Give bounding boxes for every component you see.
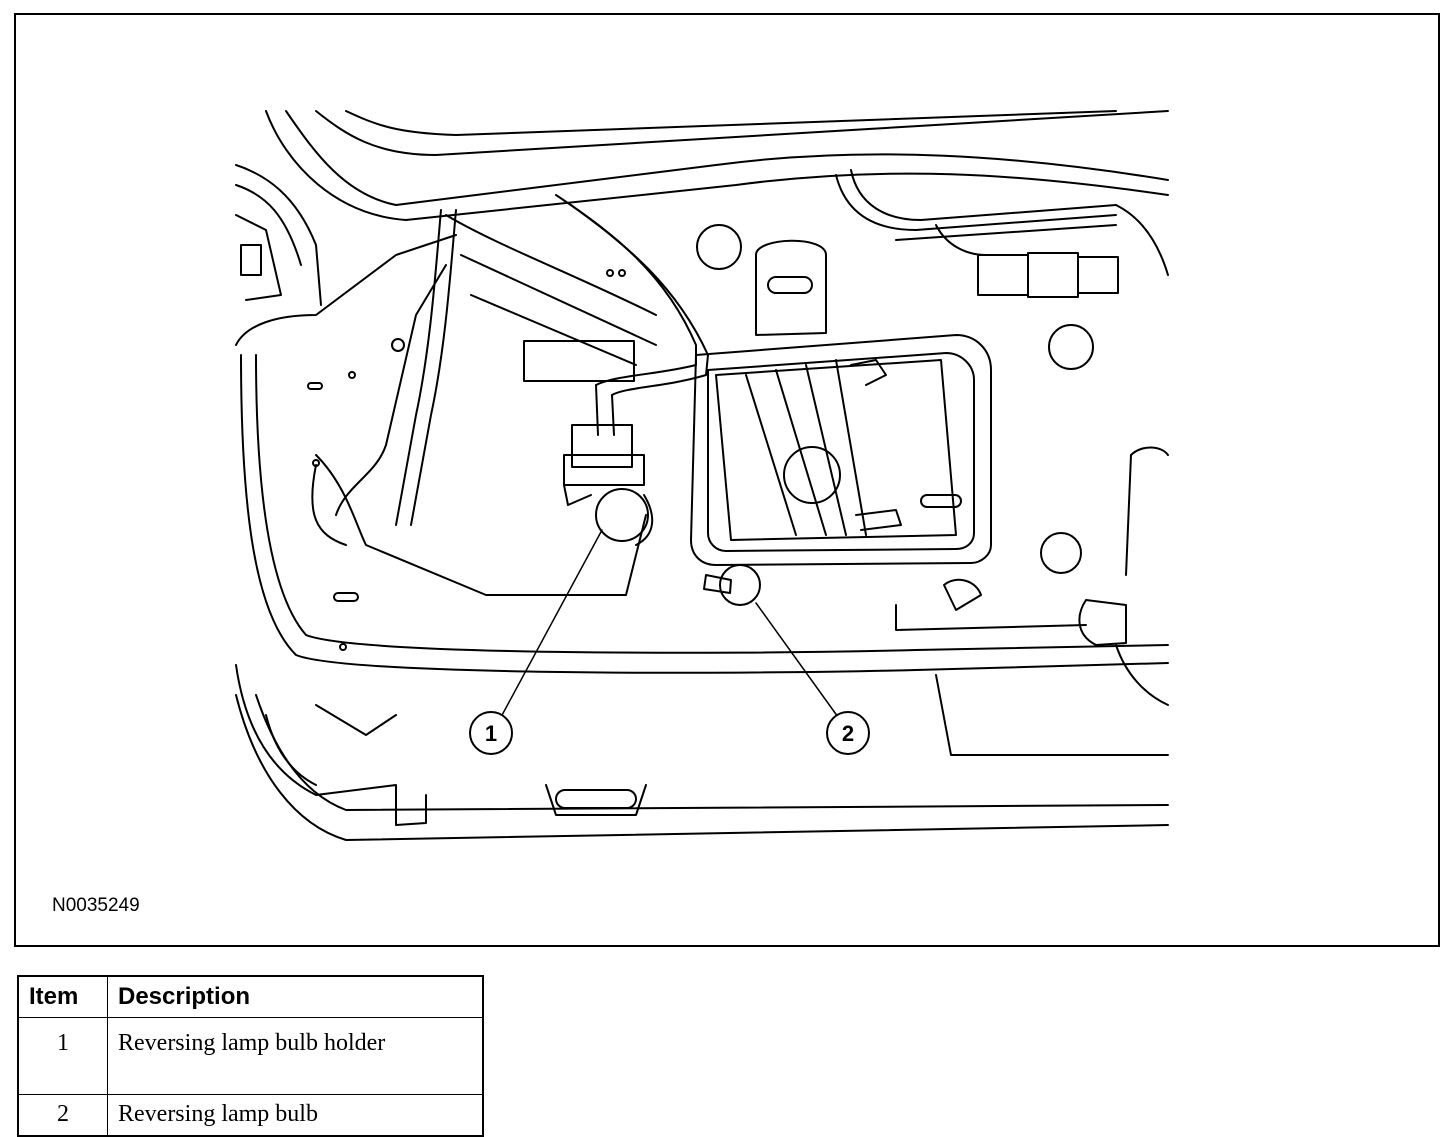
legend-table: Item Description 1 Reversing lamp bulb h… (17, 975, 484, 1137)
callout-2-label: 2 (842, 721, 854, 746)
callout-1-leader (500, 529, 603, 718)
item-header: Item (17, 975, 108, 1018)
tail-lamp-illustration: 1 2 (235, 110, 1169, 841)
item-number: 1 (17, 1017, 108, 1095)
description-header: Description (107, 975, 484, 1018)
legend-header-row: Item Description (17, 975, 484, 1018)
callout-1: 1 (469, 711, 513, 755)
figure-id: N0035249 (52, 895, 140, 916)
table-row: 2 Reversing lamp bulb (17, 1094, 484, 1137)
body-panel-lines (235, 110, 1169, 841)
figure-frame: 1 2 N0035249 (14, 13, 1440, 947)
item-description: Reversing lamp bulb holder (107, 1017, 484, 1095)
callout-1-label: 1 (485, 721, 497, 746)
callout-2: 2 (826, 711, 870, 755)
table-row: 1 Reversing lamp bulb holder (17, 1017, 484, 1095)
callout-2-leader (755, 602, 839, 718)
item-description: Reversing lamp bulb (107, 1094, 484, 1137)
item-number: 2 (17, 1094, 108, 1137)
